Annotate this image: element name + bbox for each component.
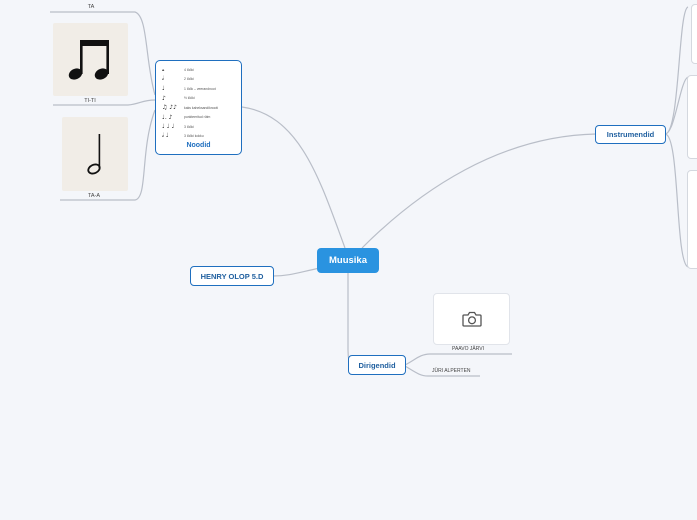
connector-paavo [404, 353, 512, 366]
connector-noodid [241, 106, 346, 249]
instrument-card-3[interactable] [687, 170, 697, 269]
connector-juri [404, 365, 480, 377]
henry-olop-node[interactable]: HENRY OLOP 5.D [190, 266, 274, 286]
note-glyph: ♫ ♪♪ [162, 104, 177, 112]
leaf-paavo-jarvi[interactable]: PAAVO JÄRVI [452, 346, 484, 352]
connector-instr-3 [664, 133, 689, 268]
connector-card-ta [50, 11, 156, 96]
note-value-row: ♩ ♩ ♩ 3 lööki [162, 122, 237, 132]
note-glyph: 𝅗𝅥 [162, 75, 164, 83]
note-value-text: 3 lööki kokku [184, 134, 204, 139]
leaf-juri-alperten[interactable]: JÜRI ALPERTEN [432, 368, 471, 374]
camera-icon [461, 311, 482, 327]
note-value-row: 𝅗𝅥 2 lööki [162, 75, 237, 85]
note-card-caption-titi: TI-TI [84, 98, 96, 104]
connector-dirigendid [347, 273, 350, 366]
connector-instrumendid [361, 133, 597, 249]
note-value-row: ♫ ♪♪ kaks kaheksandiknooti [162, 103, 237, 113]
note-card-titi[interactable] [53, 23, 128, 96]
instrument-card-2[interactable] [687, 75, 697, 159]
note-value-row: ♪ ½ lööki [162, 94, 237, 104]
note-glyph: ♪ [162, 94, 166, 102]
note-card-caption-taa: TA-A [87, 193, 101, 199]
note-glyph: ♩ [162, 85, 165, 93]
dirigendid-node[interactable]: Dirigendid [348, 355, 406, 375]
noodid-node[interactable]: 𝅝 4 lööki 𝅗𝅥 2 lööki ♩ 1 löök – veerandnoot ♪ ½… [155, 60, 242, 155]
half-note-icon [87, 134, 101, 175]
connector-card-titi [53, 99, 156, 106]
note-value-row: 𝅝 4 lööki [162, 65, 237, 75]
note-glyph: 𝅗𝅥 ♩ [162, 132, 169, 140]
note-values-chart: 𝅝 4 lööki 𝅗𝅥 2 lööki ♩ 1 löök – veerandnoot ♪ ½… [162, 65, 237, 141]
note-glyph: ♩. ♪ [162, 113, 173, 121]
note-glyph: 𝅝 [162, 65, 165, 73]
note-value-row: ♩. ♪ punkteeritud rütm [162, 113, 237, 123]
note-value-text: punkteeritud rütm [184, 115, 211, 120]
note-value-row: ♩ 1 löök – veerandnoot [162, 84, 237, 94]
note-value-text: kaks kaheksandiknooti [184, 105, 219, 110]
note-card-taa[interactable] [62, 117, 128, 191]
instrument-card-1[interactable] [691, 4, 697, 64]
note-value-text: 2 lööki [184, 77, 194, 82]
connector-instr-2 [664, 76, 689, 135]
connector-instr-1 [664, 6, 689, 135]
note-glyph: ♩ ♩ ♩ [162, 123, 175, 131]
noodid-label: Noodid [186, 142, 211, 149]
note-value-row: 𝅗𝅥 ♩ 3 lööki kokku [162, 132, 237, 142]
note-value-text: 1 löök – veerandnoot [184, 86, 216, 91]
note-value-text: ½ lööki [184, 96, 195, 101]
instrumendid-node[interactable]: Instrumendid [595, 125, 666, 144]
note-value-text: 4 lööki [184, 67, 194, 72]
connector-card-taa [60, 109, 156, 201]
beamed-eighth-notes-icon [68, 39, 109, 80]
root-node-muusika[interactable]: Muusika [317, 248, 379, 273]
connector-henry [272, 267, 321, 277]
note-value-text: 3 lööki [184, 124, 194, 129]
note-card-caption-ta: TA [87, 4, 95, 10]
paavo-jarvi-image-placeholder[interactable] [433, 293, 510, 345]
